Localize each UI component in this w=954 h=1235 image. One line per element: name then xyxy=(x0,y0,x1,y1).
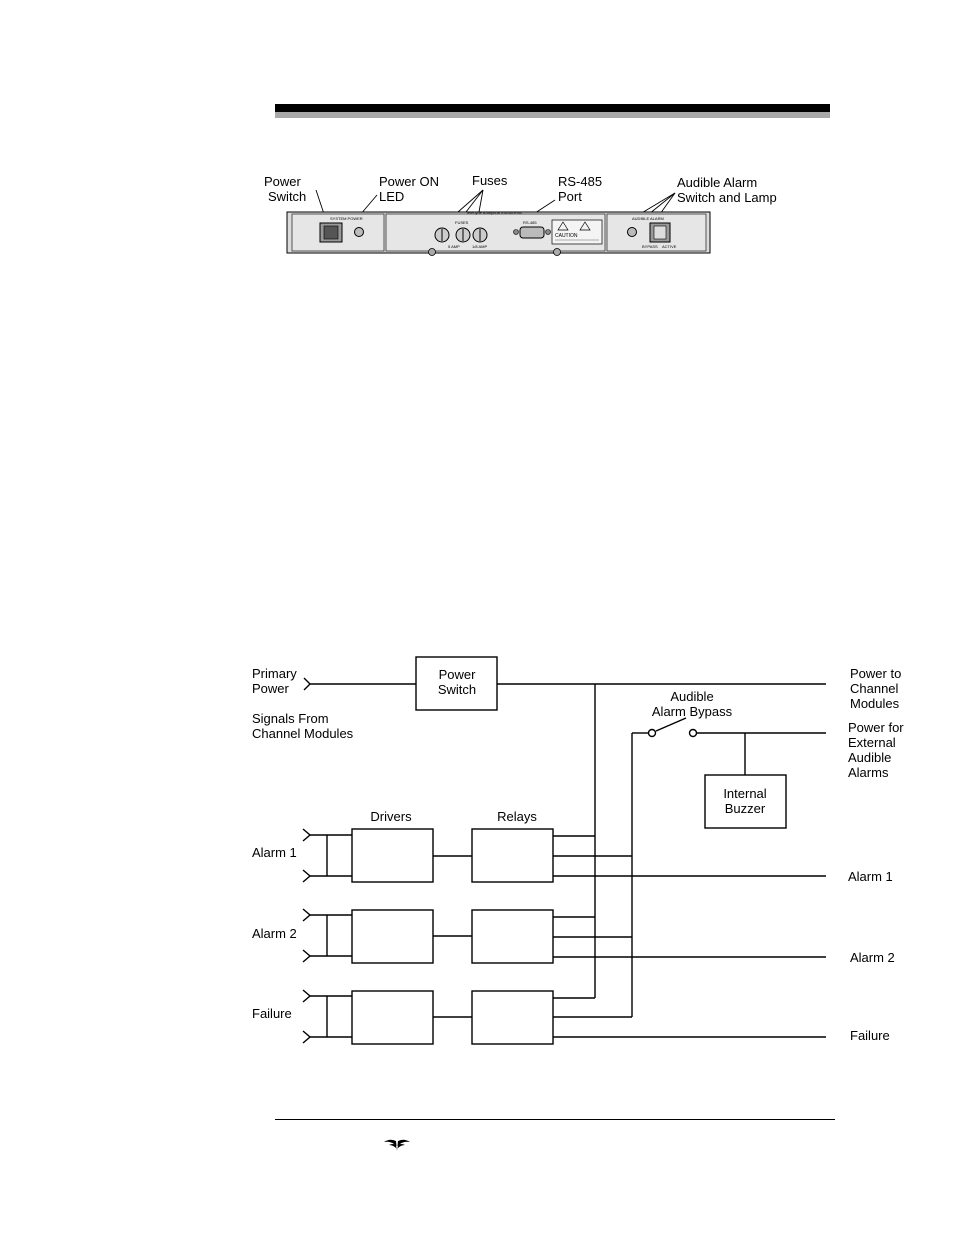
callout-rs485-line2: Port xyxy=(558,189,582,204)
driver-block-2 xyxy=(351,909,434,964)
power-switch-block xyxy=(415,656,498,711)
callout-audible-line2: Switch and Lamp xyxy=(677,190,777,205)
label-output-alarm-2: Alarm 2 xyxy=(850,950,895,965)
label-power-for-3: Audible xyxy=(848,750,891,765)
label-power-for-1: Power for xyxy=(848,720,904,735)
marking-bypass: BYPASS xyxy=(642,244,658,249)
label-power-for-4: Alarms xyxy=(848,765,889,780)
header-rule-shadow xyxy=(275,112,830,118)
label-power-for-2: External xyxy=(848,735,896,750)
label-power-switch-1: Power xyxy=(439,667,477,682)
rs485-port xyxy=(519,226,545,239)
callout-power-switch-line2: Switch xyxy=(268,189,306,204)
label-output-failure: Failure xyxy=(850,1028,890,1043)
label-signals-from-1: Signals From xyxy=(252,711,329,726)
label-relays: Relays xyxy=(497,809,537,824)
callout-power-switch-line1: Power xyxy=(264,174,302,189)
marking-active: ACTIVE xyxy=(662,244,677,249)
power-switch-rocker xyxy=(323,225,339,240)
label-power-to-2: Channel xyxy=(850,681,899,696)
label-alarm-bypass-1: Audible xyxy=(670,689,713,704)
callout-power-led-line2: LED xyxy=(379,189,404,204)
label-output-alarm-1: Alarm 1 xyxy=(848,869,893,884)
label-input-alarm-1: Alarm 1 xyxy=(252,845,297,860)
label-primary-power-2: Power xyxy=(252,681,290,696)
marking-fuses: FUSES xyxy=(455,220,469,225)
bypass-contact-right xyxy=(688,728,698,738)
bypass-contact-left xyxy=(647,728,657,738)
caution-label xyxy=(551,219,603,245)
callout-rs485-line1: RS-485 xyxy=(558,174,602,189)
relay-block-2 xyxy=(471,909,554,964)
driver-block-1 xyxy=(351,828,434,883)
marking-rs485: RS-485 xyxy=(523,220,537,225)
label-power-to-1: Power to xyxy=(850,666,901,681)
warning-icon xyxy=(579,221,591,231)
audible-alarm-lamp xyxy=(627,227,637,237)
internal-buzzer-block xyxy=(704,774,787,829)
marking-amp1: 5 AMP xyxy=(448,244,460,249)
panel-screw xyxy=(428,248,436,256)
power-on-led xyxy=(354,227,364,237)
label-alarm-bypass-2: Alarm Bypass xyxy=(652,704,733,719)
label-primary-power-1: Primary xyxy=(252,666,297,681)
relay-block-3 xyxy=(471,990,554,1045)
callout-audible-line1: Audible Alarm xyxy=(677,175,757,190)
block-diagram: Primary Power Power Switch Power to Chan… xyxy=(252,656,904,1045)
footer-rule xyxy=(275,1119,835,1120)
callout-fuses: Fuses xyxy=(472,173,508,188)
header-rule xyxy=(275,104,830,112)
relay-block-1 xyxy=(471,828,554,883)
front-panel-figure: Power Switch Power ON LED Fuses RS-485 P… xyxy=(264,173,777,256)
label-drivers: Drivers xyxy=(370,809,412,824)
marking-system-power: SYSTEM POWER xyxy=(330,216,363,221)
label-buzzer-1: Internal xyxy=(723,786,766,801)
rs485-screw-left xyxy=(513,229,519,235)
callout-arrows xyxy=(315,189,676,216)
label-signals-from-2: Channel Modules xyxy=(252,726,354,741)
teledyne-logo-icon xyxy=(384,1139,410,1151)
label-input-failure: Failure xyxy=(252,1006,292,1021)
marking-audible-alarm: AUDIBLE ALARM xyxy=(632,216,664,221)
label-power-switch-2: Switch xyxy=(438,682,476,697)
warning-icon xyxy=(557,221,569,231)
audible-alarm-rocker xyxy=(653,225,667,240)
label-input-alarm-2: Alarm 2 xyxy=(252,926,297,941)
label-power-to-3: Modules xyxy=(850,696,900,711)
marking-caution: CAUTION xyxy=(555,233,578,239)
panel-screw xyxy=(553,248,561,256)
label-buzzer-2: Buzzer xyxy=(725,801,766,816)
marking-amp2: 1/8 AMP xyxy=(472,244,487,249)
rs485-screw-right xyxy=(545,229,551,235)
driver-block-3 xyxy=(351,990,434,1045)
callout-power-led-line1: Power ON xyxy=(379,174,439,189)
diagram-wires xyxy=(302,677,826,1044)
marking-brand: Teledyne Analytical Instruments xyxy=(466,210,522,215)
